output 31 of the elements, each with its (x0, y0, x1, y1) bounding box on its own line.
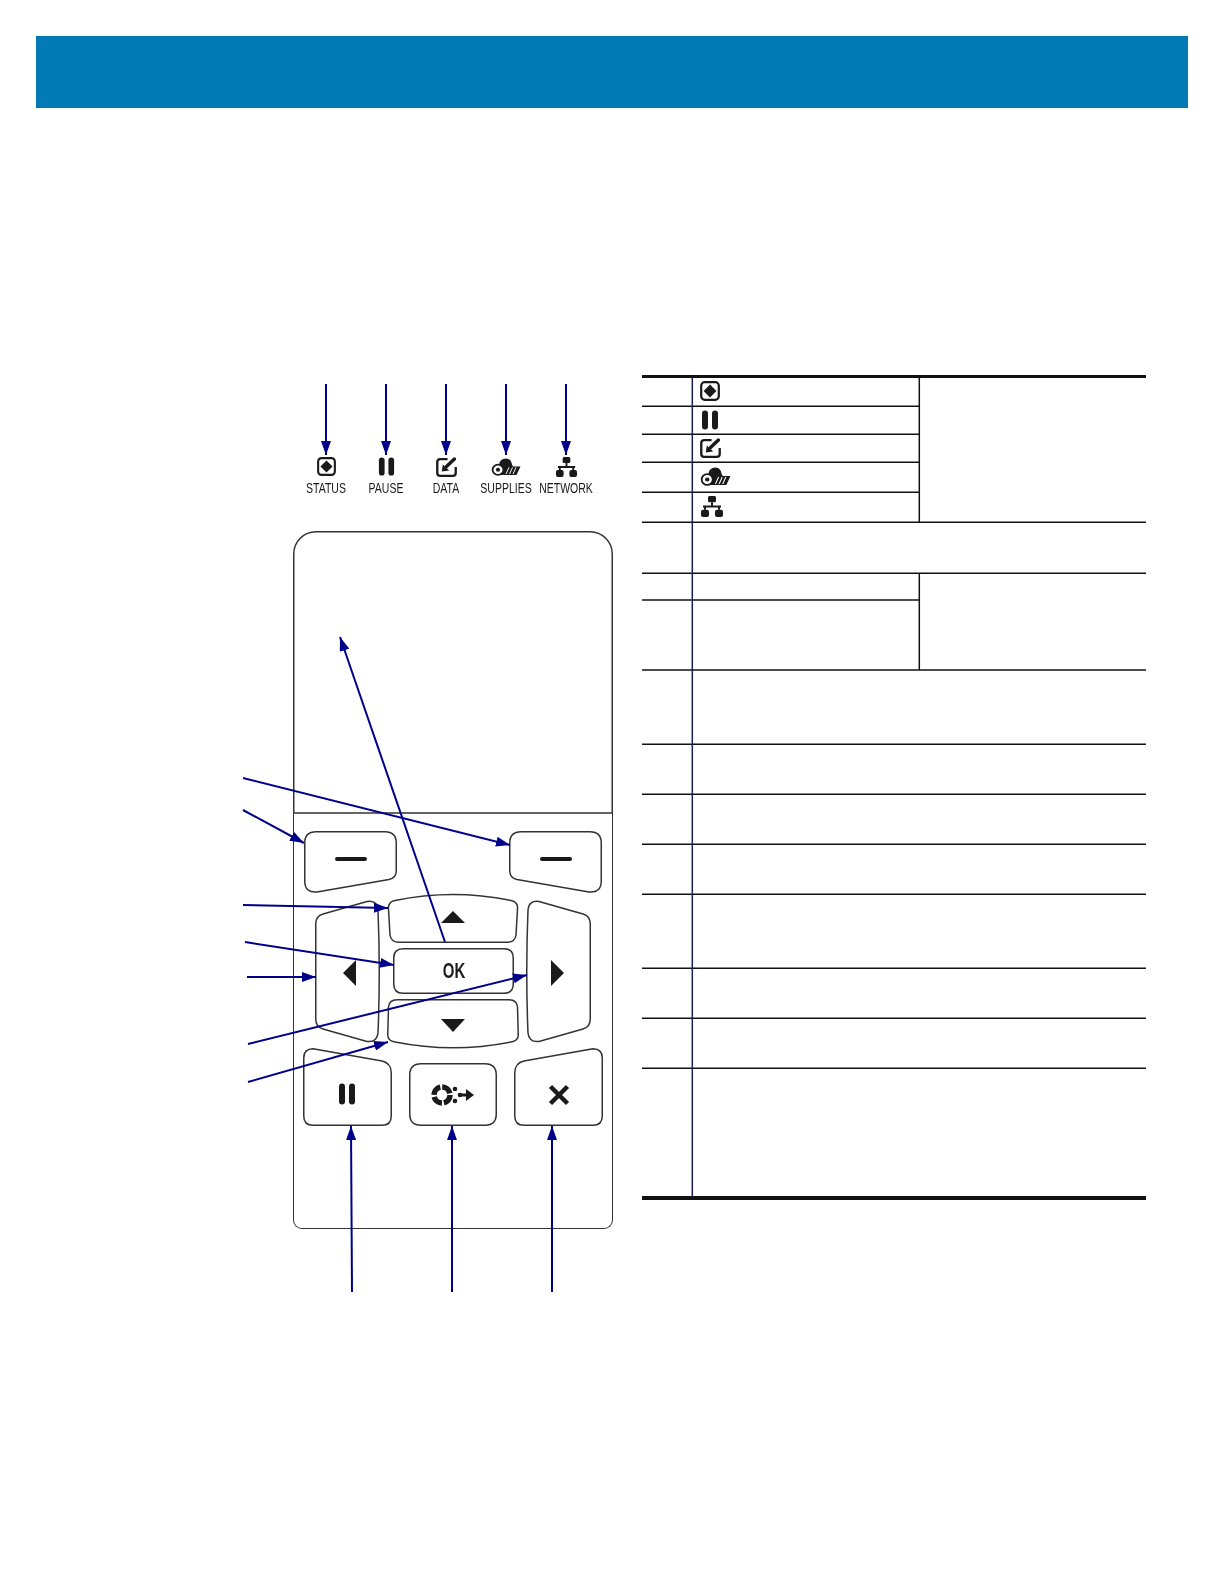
leader-line (244, 941, 395, 968)
keypad-key (509, 831, 602, 893)
keypad-key (387, 894, 519, 943)
keypad-key (525, 900, 591, 1043)
leader-line (561, 383, 571, 456)
indicator-label: PAUSE (368, 480, 404, 496)
indicator-label: STATUS (306, 480, 346, 496)
keypad-key (387, 999, 519, 1048)
leader-line (321, 383, 331, 456)
leader-line (246, 972, 317, 982)
leader-line (242, 902, 389, 913)
leader-line (346, 1125, 357, 1293)
indicator-label: SUPPLIES (480, 480, 532, 496)
keypad-key (409, 1063, 497, 1126)
keypad-key: OK (393, 948, 514, 994)
keypad-key (303, 1048, 392, 1126)
leader-line (381, 383, 391, 456)
leader-line (247, 973, 528, 1045)
leader-line (242, 777, 511, 847)
display-screen (293, 531, 613, 813)
indicator-label: DATA (432, 480, 460, 496)
leader-line (547, 1125, 557, 1293)
leader-line (242, 809, 305, 844)
leader-line (441, 383, 451, 456)
indicator-label: NETWORK (539, 480, 593, 496)
leader-line (247, 1041, 389, 1083)
leader-line (501, 383, 511, 456)
keypad-key (304, 831, 397, 893)
leader-line (447, 1125, 457, 1293)
keypad-key (315, 900, 381, 1043)
keypad-key (514, 1048, 603, 1126)
